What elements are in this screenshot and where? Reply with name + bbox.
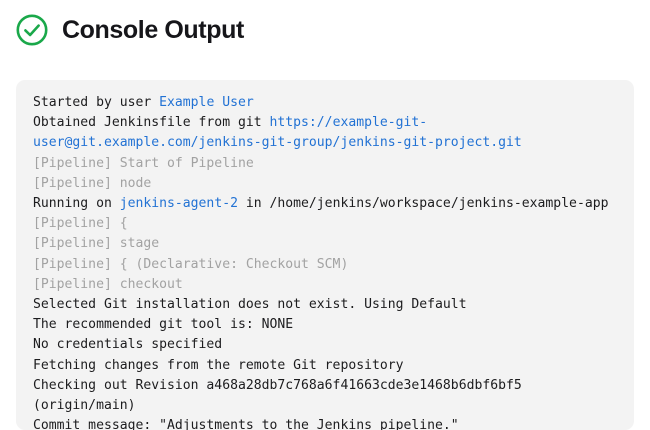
log-text: [Pipeline] stage xyxy=(33,236,160,252)
log-link[interactable]: Example User xyxy=(159,95,254,110)
log-text: [Pipeline] { (Declarative: Checkout SCM) xyxy=(33,256,349,272)
page-header: Console Output xyxy=(0,0,650,46)
log-text: Started by user xyxy=(33,95,160,110)
log-text: The recommended git tool is: NONE xyxy=(33,317,294,333)
console-output-panel[interactable]: Started by user Example User Obtained Je… xyxy=(16,80,634,430)
log-text: [Pipeline] node xyxy=(33,175,152,191)
log-line-pipeline-open-brace: [Pipeline] { xyxy=(33,216,128,231)
log-line-no-credentials-specified: No credentials specified xyxy=(33,337,222,352)
log-line-commit-message: Commit message: "Adjustments to the Jenk… xyxy=(33,418,459,430)
log-line-pipeline-declarative-checkout-scm: [Pipeline] { (Declarative: Checkout SCM) xyxy=(33,257,348,272)
log-link[interactable]: https://example-git-user@git.example.com… xyxy=(33,115,522,151)
page-title: Console Output xyxy=(62,15,244,44)
log-text: in /home/jenkins/workspace/jenkins-examp… xyxy=(237,196,609,212)
console-log: Started by user Example User Obtained Je… xyxy=(33,93,618,430)
log-text: [Pipeline] checkout xyxy=(33,276,183,292)
log-text: [Pipeline] Start of Pipeline xyxy=(33,155,254,171)
log-line-obtained-jenkinsfile: Obtained Jenkinsfile from git https://ex… xyxy=(33,115,522,150)
log-text: Fetching changes from the remote Git rep… xyxy=(33,357,404,373)
log-link[interactable]: jenkins-agent-2 xyxy=(119,196,238,212)
log-text: Running on xyxy=(33,196,120,212)
log-text: No credentials specified xyxy=(33,337,223,353)
check-circle-icon xyxy=(15,13,49,47)
log-line-pipeline-node: [Pipeline] node xyxy=(33,176,151,191)
log-line-started-by-user: Started by user Example User xyxy=(33,95,254,110)
log-text: Checking out Revision a468a28db7c768a6f4… xyxy=(33,377,530,414)
log-text: [Pipeline] { xyxy=(33,216,128,232)
log-text: Commit message: "Adjustments to the Jenk… xyxy=(33,418,459,430)
log-line-pipeline-start-of-pipeline: [Pipeline] Start of Pipeline xyxy=(33,156,254,171)
log-text: Selected Git installation does not exist… xyxy=(33,297,467,313)
log-line-selected-git-installation: Selected Git installation does not exist… xyxy=(33,297,467,312)
log-line-pipeline-stage: [Pipeline] stage xyxy=(33,236,159,251)
log-line-pipeline-checkout: [Pipeline] checkout xyxy=(33,277,183,292)
log-text: Obtained Jenkinsfile from git xyxy=(33,115,270,131)
log-line-fetching-changes: Fetching changes from the remote Git rep… xyxy=(33,358,404,373)
log-line-checking-out-revision: Checking out Revision a468a28db7c768a6f4… xyxy=(33,378,530,413)
log-line-recommended-git-tool: The recommended git tool is: NONE xyxy=(33,317,293,332)
log-line-running-on-agent: Running on jenkins-agent-2 in /home/jenk… xyxy=(33,196,608,211)
